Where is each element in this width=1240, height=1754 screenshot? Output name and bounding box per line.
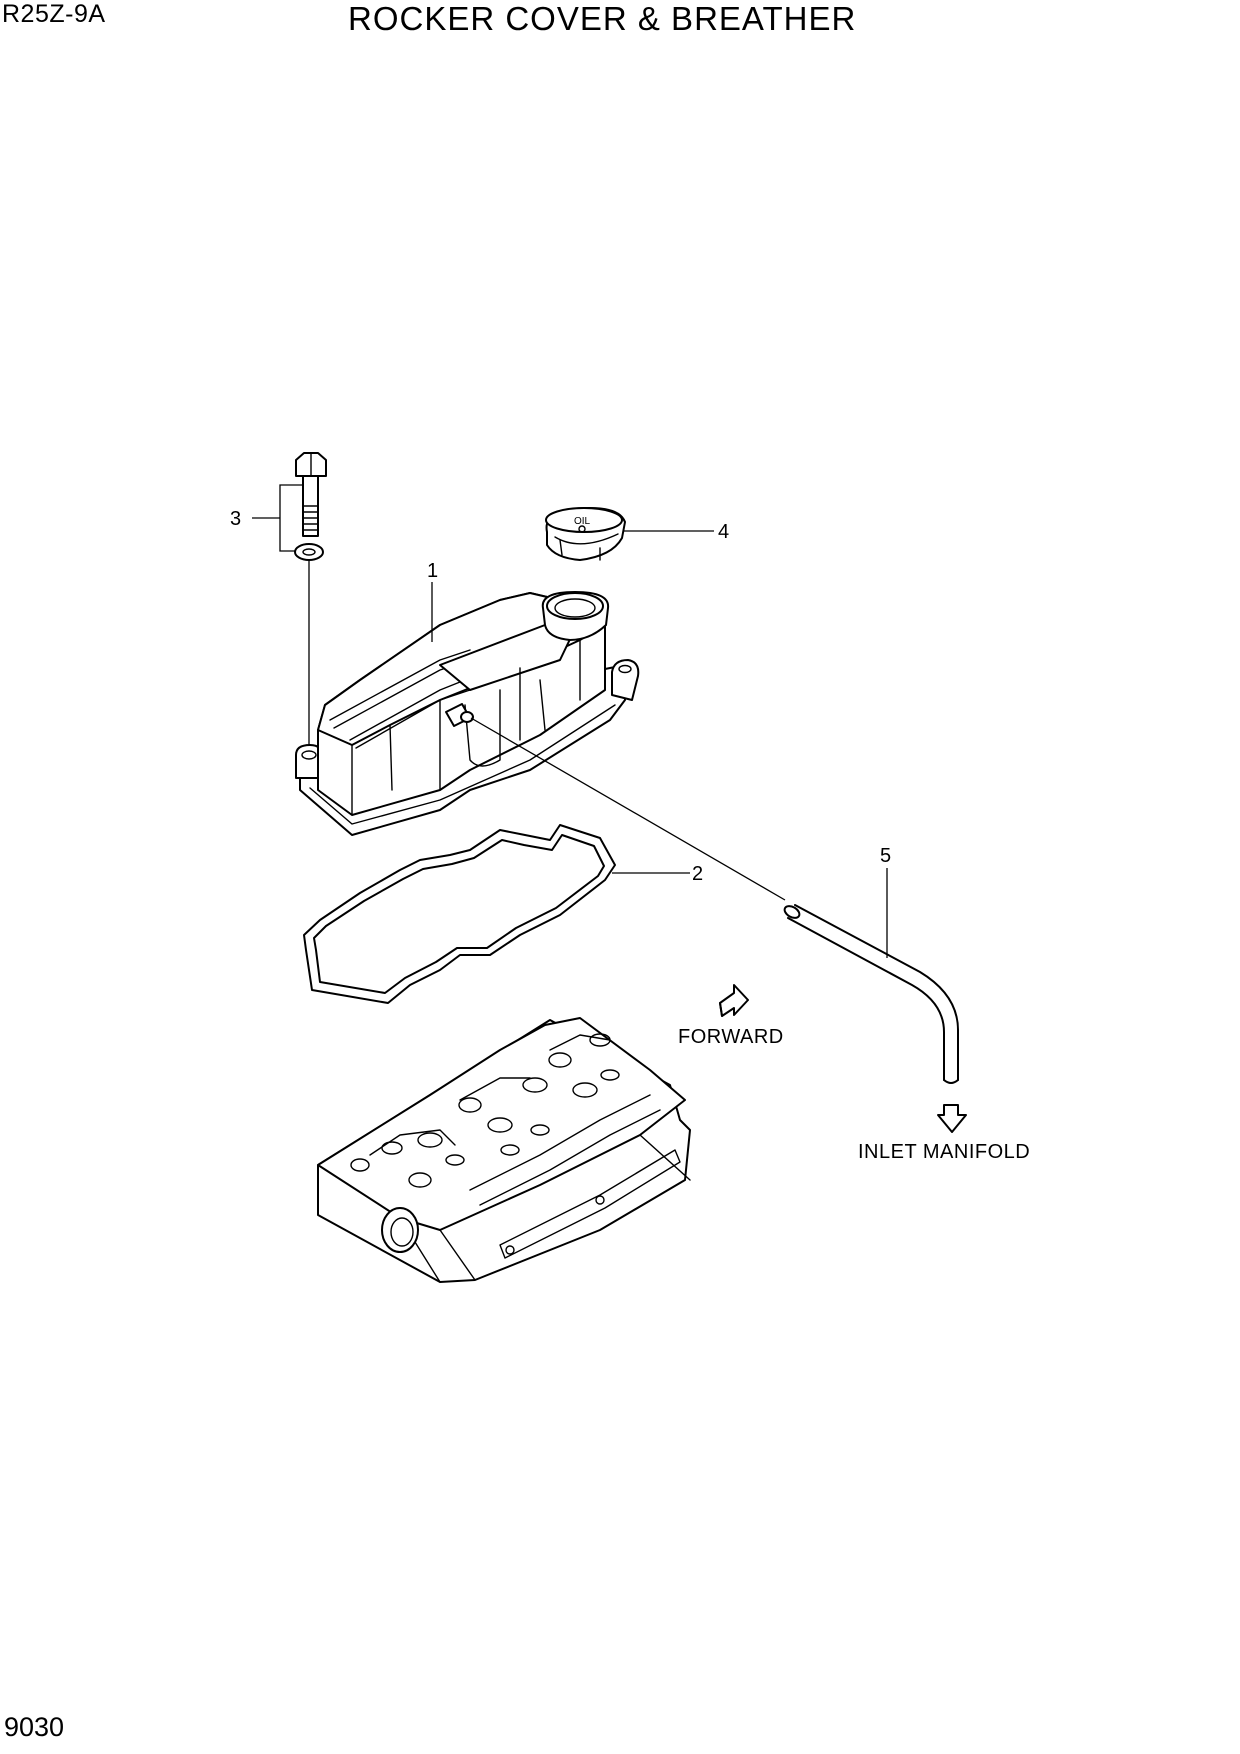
inlet-manifold-label: INLET MANIFOLD — [858, 1141, 1030, 1163]
model-code: R25Z-9A — [2, 0, 106, 28]
forward-arrow-icon — [719, 984, 749, 1017]
bolt-and-washer — [252, 452, 327, 752]
oil-filler-cap: OIL — [545, 507, 714, 561]
callout-1: 1 — [427, 560, 438, 582]
breather-hose — [783, 868, 959, 1084]
callout-2: 2 — [692, 863, 703, 885]
page-number: 9030 — [4, 1712, 65, 1742]
cylinder-head — [317, 1017, 691, 1283]
callout-4: 4 — [718, 521, 729, 543]
rocker-cover — [295, 582, 786, 901]
forward-label: FORWARD — [678, 1026, 784, 1048]
page-title: ROCKER COVER & BREATHER — [348, 0, 857, 37]
callout-3: 3 — [230, 508, 241, 530]
cap-marking: OIL — [574, 516, 591, 527]
inlet-manifold-arrow-icon — [937, 1104, 967, 1133]
rocker-cover-gasket — [303, 824, 690, 1004]
callout-5: 5 — [880, 845, 891, 867]
